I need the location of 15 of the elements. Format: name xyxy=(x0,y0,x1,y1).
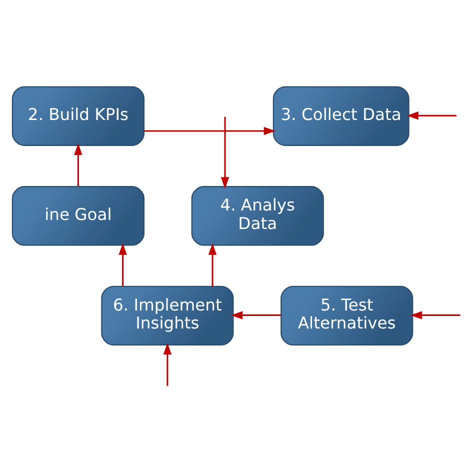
arrow xyxy=(208,243,217,286)
arrow xyxy=(144,126,276,136)
arrow xyxy=(406,112,456,120)
node-box: 4. Analys Data xyxy=(191,186,324,246)
node-box: ine Goal xyxy=(12,186,144,246)
arrow xyxy=(220,116,230,189)
node-box: 3. Collect Data xyxy=(272,86,410,146)
arrow xyxy=(118,243,127,286)
arrow xyxy=(230,311,282,320)
arrow xyxy=(74,143,82,186)
node-box: 2. Build KPIs xyxy=(12,86,144,146)
arrow xyxy=(163,342,172,386)
node-box: 6. Implement Insights xyxy=(101,286,234,346)
node-box: 5. Test Alternatives xyxy=(280,286,414,346)
arrow xyxy=(410,311,460,320)
